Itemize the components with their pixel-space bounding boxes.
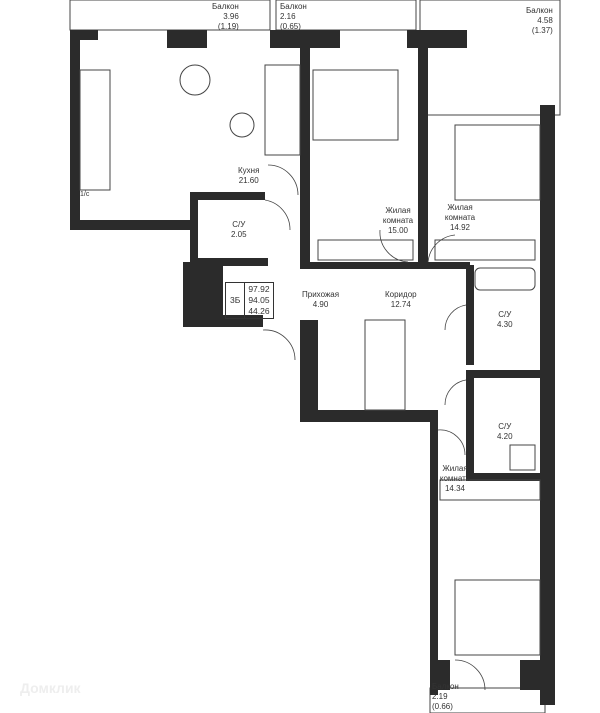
bed — [454, 124, 541, 201]
wardrobe — [317, 239, 414, 261]
apartment-type: 3Б — [226, 283, 246, 318]
sofa — [264, 64, 301, 156]
shower — [509, 444, 536, 471]
kitchen-mark: 1/с — [80, 191, 90, 198]
bathtub — [474, 267, 536, 291]
wardrobe — [364, 319, 406, 411]
wall — [430, 410, 438, 695]
wall — [540, 105, 555, 705]
wall — [300, 410, 430, 422]
area-without-balconies: 94.05 — [248, 295, 270, 305]
wall — [70, 220, 195, 230]
wall — [300, 40, 310, 262]
living-area: 44.26 — [248, 306, 270, 316]
wall — [430, 660, 450, 690]
wall — [190, 192, 198, 322]
wall — [407, 30, 467, 48]
wardrobe — [434, 239, 536, 261]
wall — [70, 30, 98, 40]
wall — [300, 320, 318, 420]
door — [379, 229, 409, 263]
bed — [454, 579, 541, 656]
wall — [418, 40, 428, 262]
door — [444, 379, 467, 406]
balcony-1 — [69, 0, 271, 31]
wall — [300, 262, 470, 269]
wall — [190, 192, 265, 200]
wall — [466, 265, 474, 365]
wall — [167, 30, 207, 48]
rug — [229, 112, 255, 138]
wall — [520, 660, 550, 690]
wall — [198, 258, 268, 266]
balcony-2 — [275, 0, 417, 31]
dining-table — [179, 64, 211, 96]
door — [267, 164, 299, 196]
wall — [466, 473, 546, 481]
wall — [466, 378, 474, 478]
balcony-door — [454, 659, 486, 691]
wall — [270, 30, 340, 48]
door — [444, 304, 467, 331]
kitchen-counter — [79, 69, 111, 191]
door — [264, 199, 291, 231]
wall — [70, 30, 80, 230]
door — [427, 234, 456, 263]
bed — [312, 69, 399, 141]
door — [437, 429, 466, 456]
wall — [183, 262, 223, 322]
watermark-logo: Домклик — [20, 680, 81, 696]
entrance-door[interactable] — [262, 329, 296, 361]
total-area: 97.92 — [248, 284, 270, 294]
wardrobe — [439, 479, 541, 501]
area-summary: 3Б 97.92 94.05 44.26 — [225, 282, 274, 319]
wall — [466, 370, 546, 378]
